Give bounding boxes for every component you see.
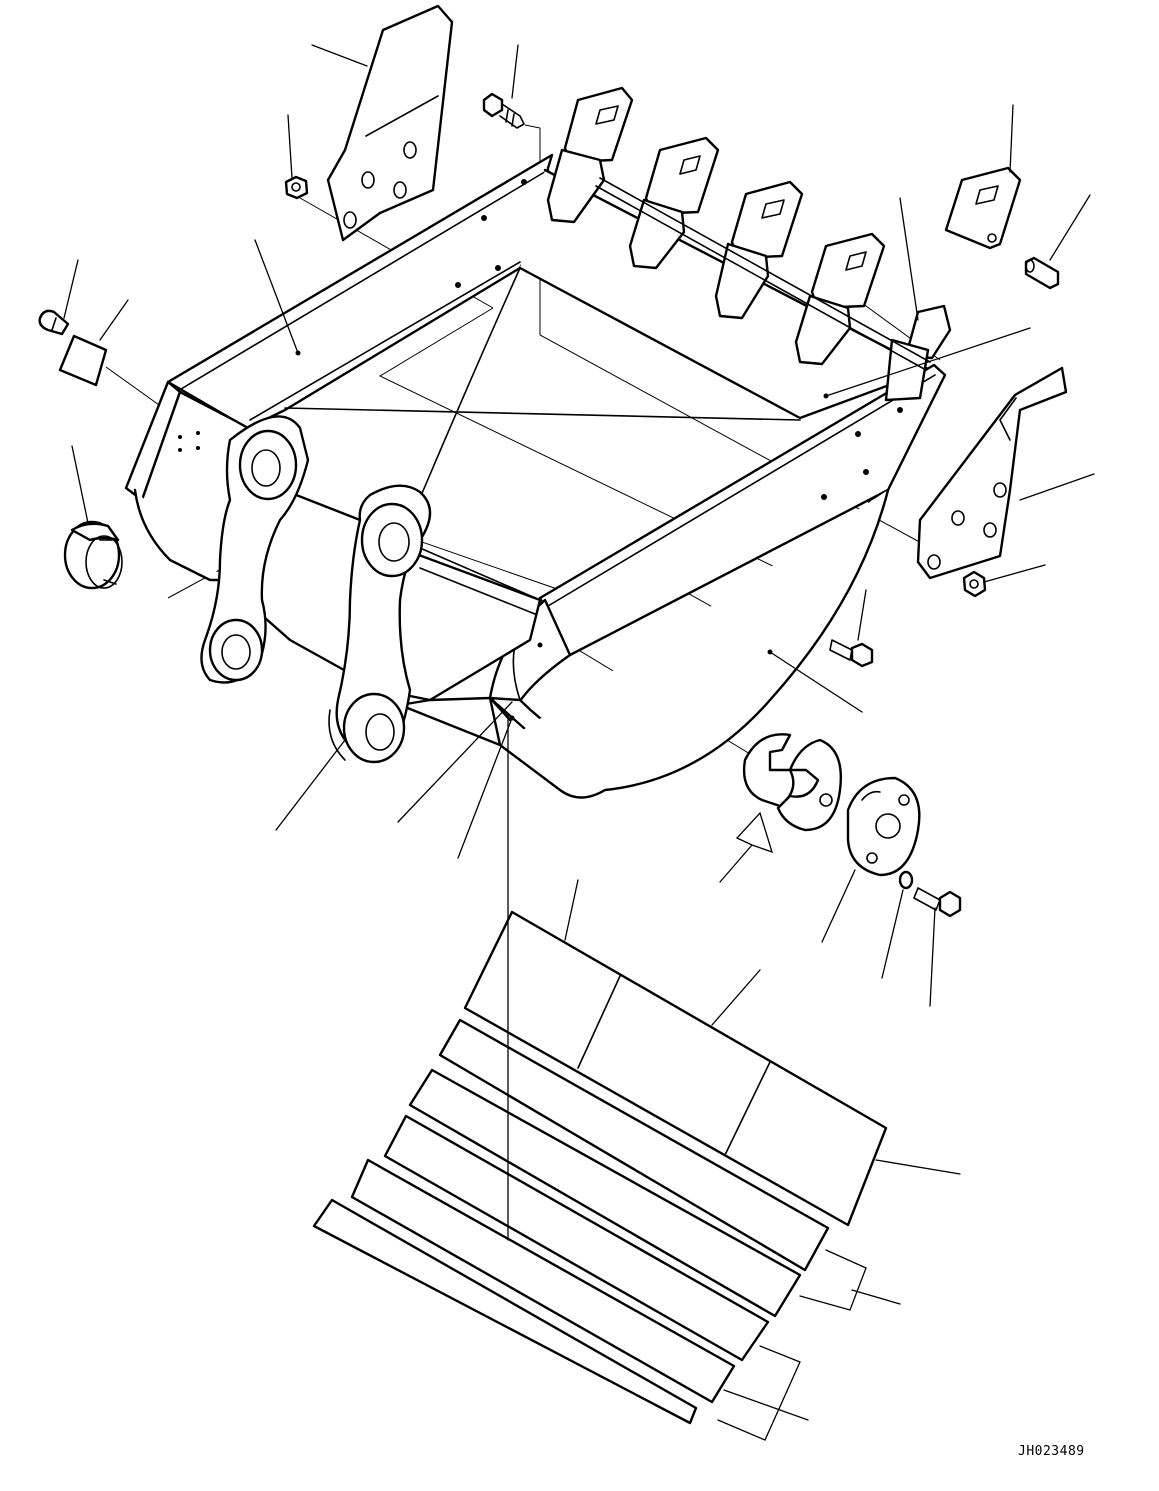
bolt-top [482,92,525,129]
tooth-3 [714,180,804,320]
drawing-number: JH023489 [1018,1444,1085,1459]
boss-ring-left [63,520,123,590]
tooth-4 [794,232,886,366]
tooth-spare [944,166,1022,250]
nut-left [284,175,309,200]
shim-set [742,733,842,832]
side-cutter-left [326,4,454,242]
shim-plate-small [58,334,108,387]
bolt-lower [913,887,962,918]
pin-right [1024,256,1060,290]
pin-upper-left [38,309,70,336]
lock-washer [898,870,914,890]
washer-plate [846,776,921,877]
tooth-5 [884,304,952,402]
side-cutter-right [916,366,1068,580]
bucket-teeth [546,86,952,402]
bucket-body [124,153,947,799]
wear-plates-stack [312,910,888,1425]
callout-leaders [63,44,1095,1441]
nut-right [962,570,987,598]
bolt-middle-right [829,639,874,668]
tooth-1 [546,86,634,224]
